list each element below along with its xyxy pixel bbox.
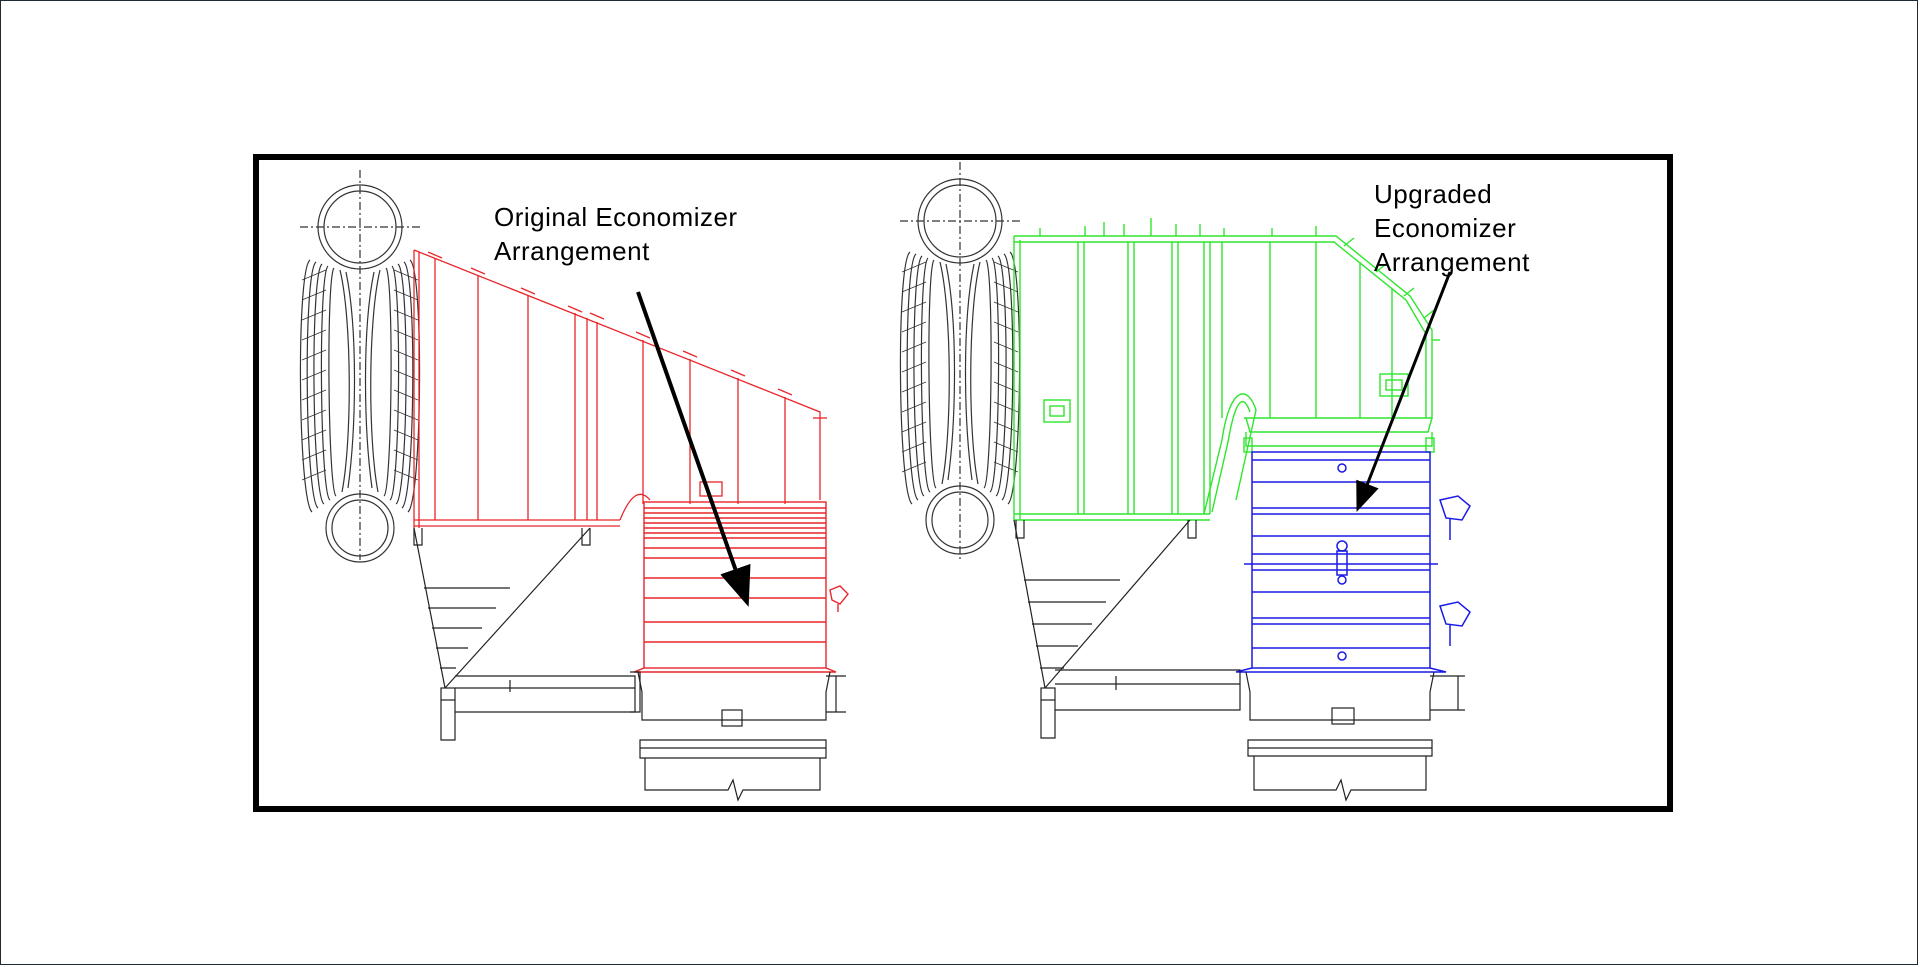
original-duct-stiffeners	[427, 251, 827, 419]
figure-border	[253, 154, 1673, 812]
upgraded-economizer	[1235, 451, 1471, 673]
upgraded-ductwork	[1013, 235, 1435, 521]
original-boiler	[299, 170, 421, 563]
original-ductwork	[413, 249, 821, 528]
upgraded-callout-arrow	[1356, 271, 1452, 512]
upgraded-hopper	[1013, 519, 1465, 802]
upgraded-boiler	[899, 162, 1021, 560]
original-economizer-label: Original Economizer Arrangement	[494, 202, 738, 266]
upgraded-economizer-label: Upgraded Economizer Arrangement	[1374, 179, 1530, 277]
original-hopper	[413, 527, 846, 802]
original-callout-arrow	[636, 291, 751, 607]
upgraded-duct-stiffeners	[1039, 218, 1440, 341]
